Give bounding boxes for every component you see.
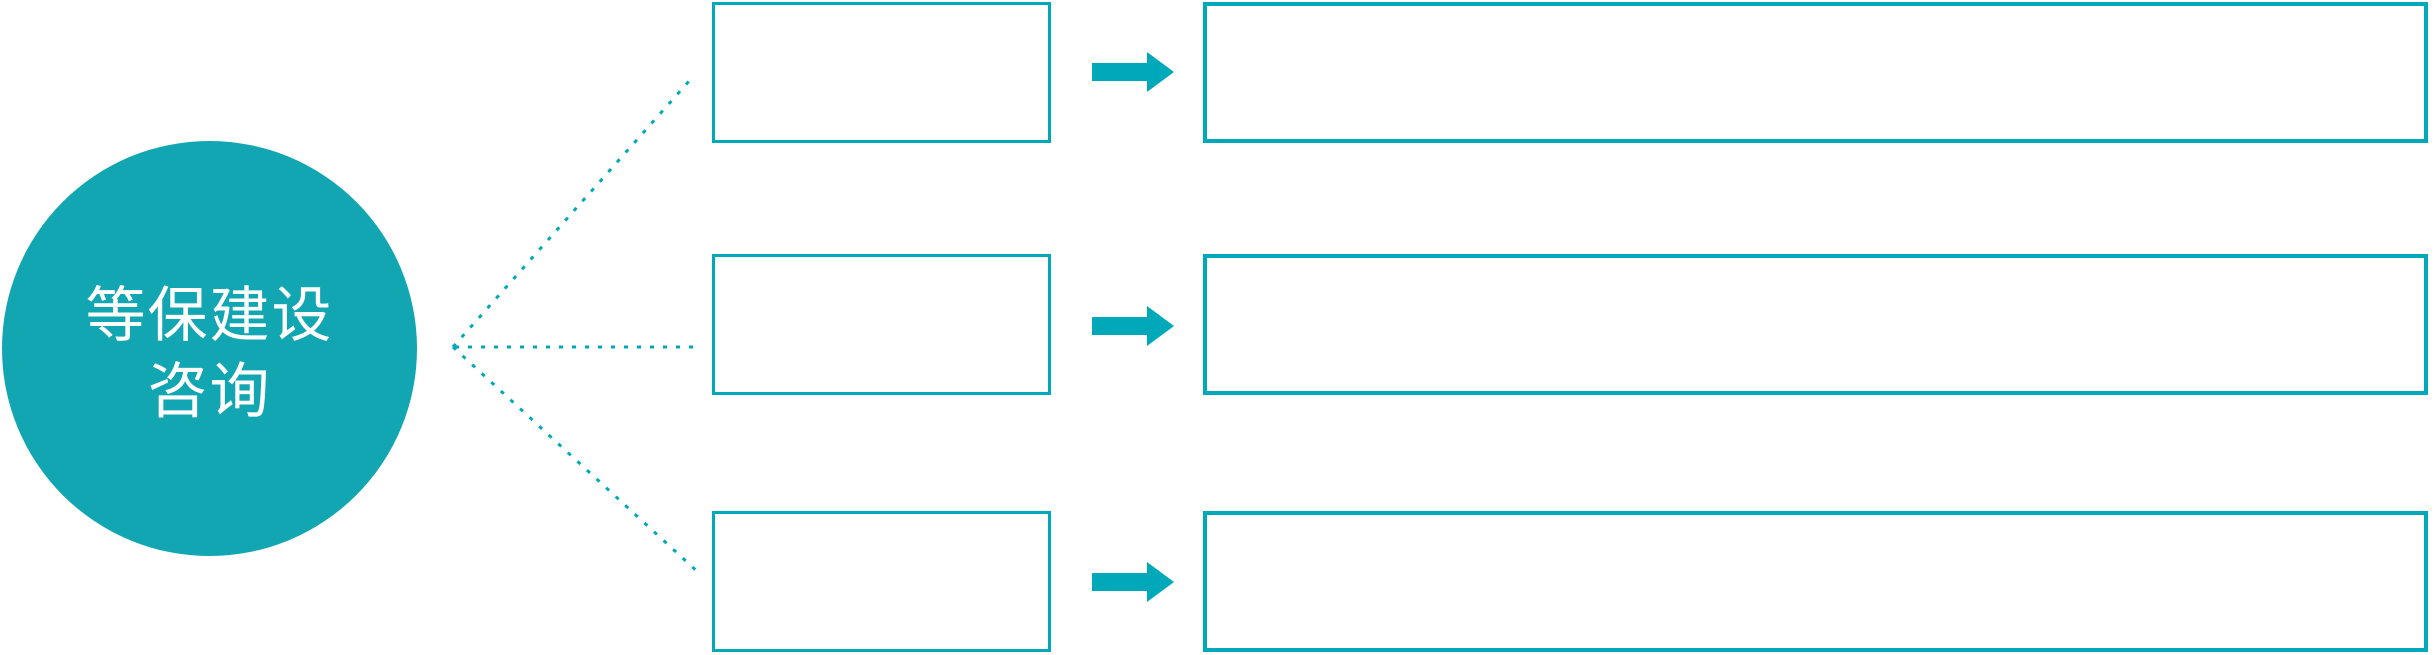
category-box-3 [712, 511, 1051, 652]
detail-box-1 [1203, 2, 2428, 143]
topic-circle-label-line2: 咨询 [147, 356, 272, 427]
detail-box-3 [1203, 511, 2428, 652]
arrow-right-icon [1092, 562, 1174, 602]
dotted-connector-bottom [451, 345, 702, 576]
arrow-right-icon [1092, 306, 1174, 346]
topic-circle: 等保建设 咨询 [2, 141, 417, 556]
dotted-connector-top [451, 79, 692, 348]
topic-circle-label: 等保建设 咨询 [86, 278, 334, 430]
topic-circle-label-line1: 等保建设 [85, 280, 334, 351]
category-box-2 [712, 254, 1051, 395]
arrow-right-icon [1092, 52, 1174, 92]
category-box-1 [712, 2, 1051, 143]
detail-box-2 [1203, 254, 2428, 395]
